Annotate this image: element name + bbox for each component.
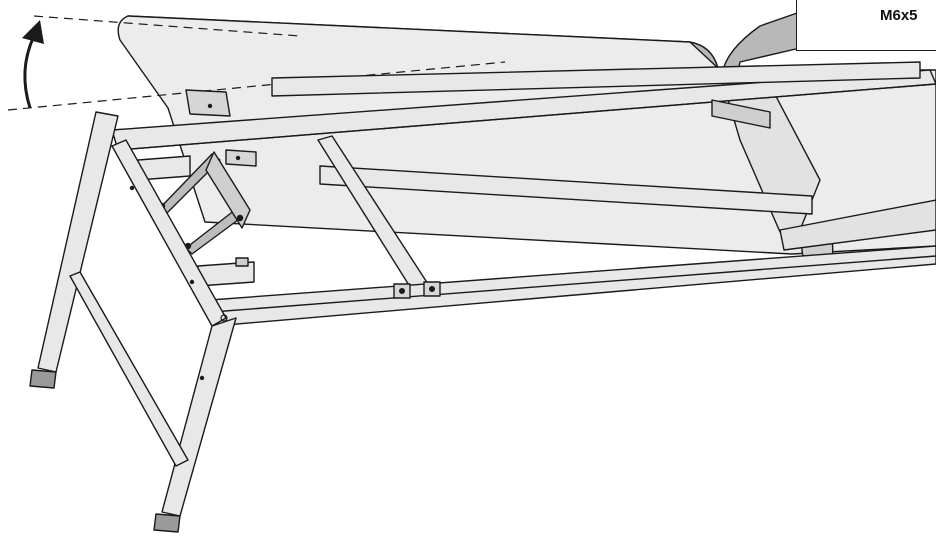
front-leg-foot (29, 369, 57, 389)
rear-leg (161, 317, 237, 517)
lower-long-rail (209, 245, 936, 327)
bolt-icon (399, 288, 405, 294)
bolt-icon (129, 185, 135, 191)
mechanism-frame (205, 151, 251, 229)
tilt-mechanism (157, 89, 257, 255)
stub-cap (235, 257, 249, 267)
reference-line-lower (7, 61, 506, 111)
support-bars (271, 61, 936, 251)
bolt-icon (207, 103, 213, 109)
support-bar-top (271, 61, 921, 97)
bolt-icon (236, 214, 244, 222)
left-leg-frame (29, 111, 237, 533)
bolt-icon (220, 314, 228, 322)
hinge-plate-top (185, 89, 231, 117)
hinge-plate-lower (225, 149, 257, 167)
support-bar-right-top (711, 99, 771, 129)
bolt-icon (189, 279, 195, 285)
side-rail-left (111, 139, 227, 327)
callout-label: M6x5 (880, 7, 918, 24)
bolt-icon (199, 375, 205, 381)
bolt-icon (235, 155, 241, 161)
support-bar-lower-right (779, 199, 936, 251)
tilt-angle-indicator (7, 15, 506, 111)
upper-long-rail (111, 69, 936, 151)
rail-junction (393, 281, 441, 299)
rear-leg-foot (153, 513, 181, 533)
support-bar-middle (319, 165, 813, 215)
curved-arrow-up-icon (23, 35, 36, 109)
fastener-callout: M6x5 (796, 0, 936, 51)
arrow-head (22, 20, 44, 44)
bolt-icon (429, 286, 435, 292)
leg-cross-brace (69, 271, 189, 467)
